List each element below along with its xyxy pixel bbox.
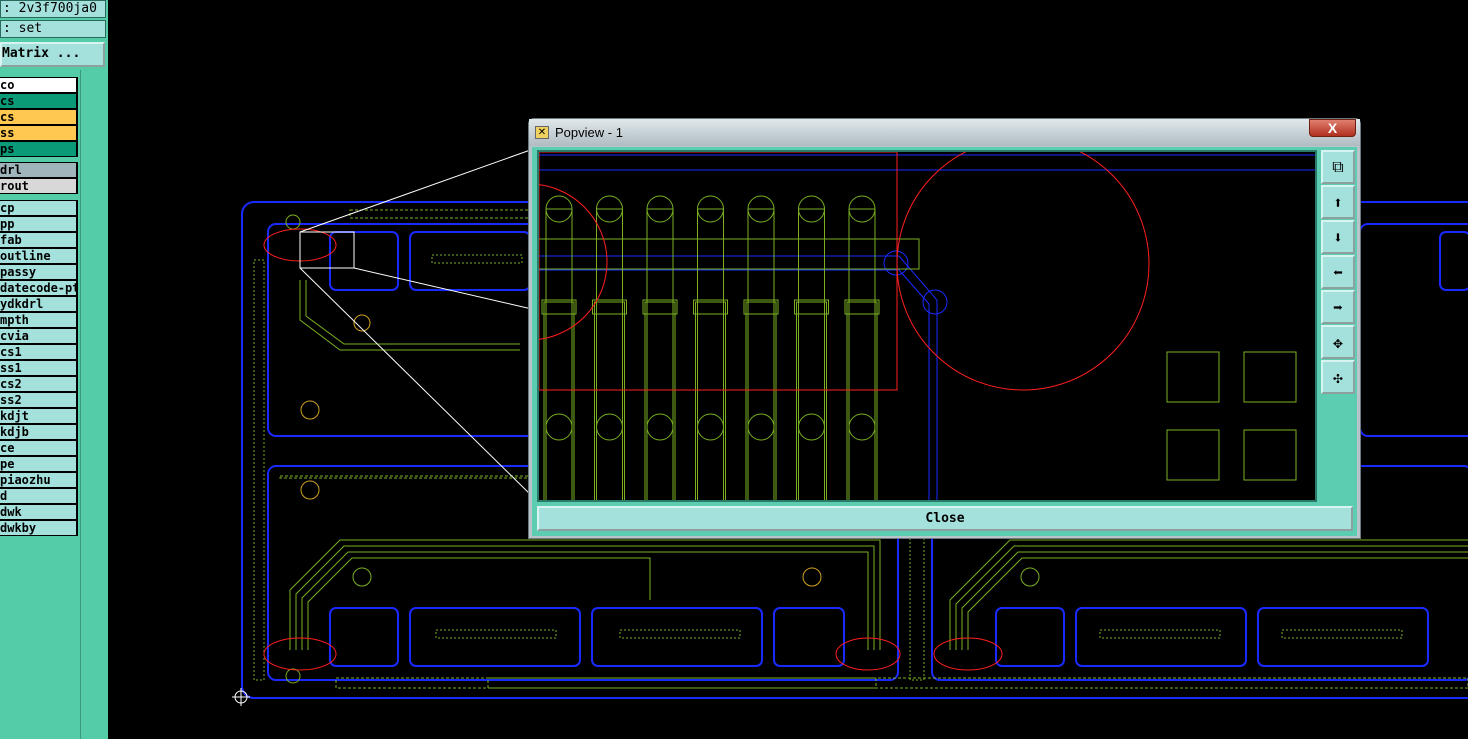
layer-item-passy[interactable]: passy [0,264,78,280]
pad [747,413,775,441]
close-icon[interactable]: X [1309,119,1356,137]
pad [541,299,577,315]
zoom-out-icon: ✣ [1333,367,1343,387]
pad [798,413,825,441]
zoom-in-icon: ✥ [1333,332,1343,352]
pad [846,301,878,500]
pad [642,299,678,315]
layer-item-cs2[interactable]: cs2 [0,376,78,392]
zoom-out-button[interactable]: ✣ [1321,360,1355,394]
pad [743,299,779,315]
pad [594,301,625,500]
close-button[interactable]: Close [537,506,1353,531]
layer-item-drl[interactable]: drl [0,162,78,178]
layer-item-d[interactable]: d [0,488,78,504]
layer-item-datecode-pt[interactable]: datecode-pt [0,280,78,296]
zoom-in-button[interactable]: ✥ [1321,325,1355,359]
popview-title: Popview - 1 [555,125,623,140]
pad [796,301,827,500]
layer-item-ss1[interactable]: ss1 [0,360,78,376]
layer-item-piaozhu[interactable]: piaozhu [0,472,78,488]
pan-right-icon: ➡ [1333,297,1343,317]
pad [646,413,674,441]
popview-body: ⧉ ⬆ ⬇ ⬅ ➡ ✥ ✣ Close [532,147,1357,536]
matrix-button[interactable]: Matrix ... [0,42,105,67]
pad [693,299,728,315]
pan-left-icon: ⬅ [1333,262,1343,282]
panel-strip [80,70,108,739]
layer-item-ps[interactable]: ps [0,141,78,157]
pad [848,413,876,441]
pan-right-button[interactable]: ➡ [1321,290,1355,324]
layer-item-dwkby[interactable]: dwkby [0,520,78,536]
layer-item-ss[interactable]: ss [0,125,78,141]
panel-unit [267,223,539,437]
layer-item-ss2[interactable]: ss2 [0,392,78,408]
popview-canvas[interactable] [537,150,1317,502]
layer-item-cvia[interactable]: cvia [0,328,78,344]
layer-item-ce[interactable]: ce [0,440,78,456]
pad [596,413,623,441]
popview-toolbar: ⧉ ⬆ ⬇ ⬅ ➡ ✥ ✣ [1321,150,1355,395]
popview-titlebar[interactable]: ✕ Popview - 1 X [529,119,1360,146]
popview-window: ✕ Popview - 1 X ⧉ ⬆ ⬇ ⬅ ➡ ✥ ✣ Close [528,118,1361,539]
pan-down-button[interactable]: ⬇ [1321,220,1355,254]
pad [745,301,777,500]
pan-down-icon: ⬇ [1333,227,1343,247]
job-name: : 2v3f700ja0 [0,0,106,18]
app-icon: ✕ [535,126,549,139]
layer-item-cs[interactable]: cs [0,109,78,125]
pan-up-button[interactable]: ⬆ [1321,185,1355,219]
layer-item-cs1[interactable]: cs1 [0,344,78,360]
layer-item-pp[interactable]: pp [0,216,78,232]
layer-item-fab[interactable]: fab [0,232,78,248]
pad [545,413,573,441]
pad [844,299,880,315]
layer-item-ydkdrl[interactable]: ydkdrl [0,296,78,312]
pad [794,299,829,315]
layer-item-dwk[interactable]: dwk [0,504,78,520]
origin-marker [232,688,250,706]
pad [644,301,676,500]
pad [695,301,726,500]
layer-item-kdjb[interactable]: kdjb [0,424,78,440]
layer-item-co[interactable]: co [0,77,78,93]
zoom-window-icon: ⧉ [1332,157,1344,176]
layer-item-rout[interactable]: rout [0,178,78,194]
pad [697,413,724,441]
pad [543,301,575,500]
panel-unit [1359,223,1468,437]
layer-item-pe[interactable]: pe [0,456,78,472]
pan-up-icon: ⬆ [1333,192,1343,212]
step-name: : set [0,20,106,38]
layer-item-cs[interactable]: cs [0,93,78,109]
layer-item-kdjt[interactable]: kdjt [0,408,78,424]
layer-item-outline[interactable]: outline [0,248,78,264]
layer-item-mpth[interactable]: mpth [0,312,78,328]
zoom-window-button[interactable]: ⧉ [1321,150,1355,184]
pan-left-button[interactable]: ⬅ [1321,255,1355,289]
layer-item-cp[interactable]: cp [0,200,78,216]
